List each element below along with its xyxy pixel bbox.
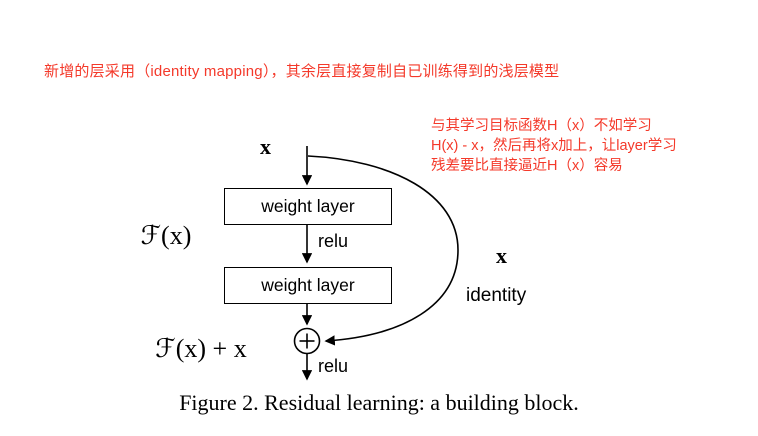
annotation-top-note: 新增的层采用（identity mapping），其余层直接复制自已训练得到的浅… xyxy=(44,63,560,80)
relu-label-top: relu xyxy=(318,231,349,251)
annotation-side-note: 与其学习目标函数H（x）不如学习 H(x) - x，然后再将x加上，让layer… xyxy=(431,116,751,176)
output-label: ℱ(x) + x xyxy=(155,334,247,363)
input-x-label: x xyxy=(260,134,271,159)
weight-layer-label-1: weight layer xyxy=(261,196,355,216)
side-note-line-2: H(x) - x，然后再将x加上，让layer学习 xyxy=(431,138,677,154)
relu-label-bottom: relu xyxy=(318,356,349,376)
weight-layer-box-1: weight layer xyxy=(224,188,392,225)
side-note-line-3: 残差要比直接逼近H（x）容易 xyxy=(431,158,623,174)
figure-caption: Figure 2. Residual learning: a building … xyxy=(179,390,579,415)
residual-function-label: ℱ(x) xyxy=(140,221,192,250)
sum-node-icon xyxy=(293,327,321,355)
side-note-line-1: 与其学习目标函数H（x）不如学习 xyxy=(431,118,652,134)
identity-label: identity xyxy=(466,285,527,306)
weight-layer-label-2: weight layer xyxy=(261,275,355,295)
shortcut-x-label: x xyxy=(496,243,507,268)
weight-layer-box-2: weight layer xyxy=(224,267,392,304)
